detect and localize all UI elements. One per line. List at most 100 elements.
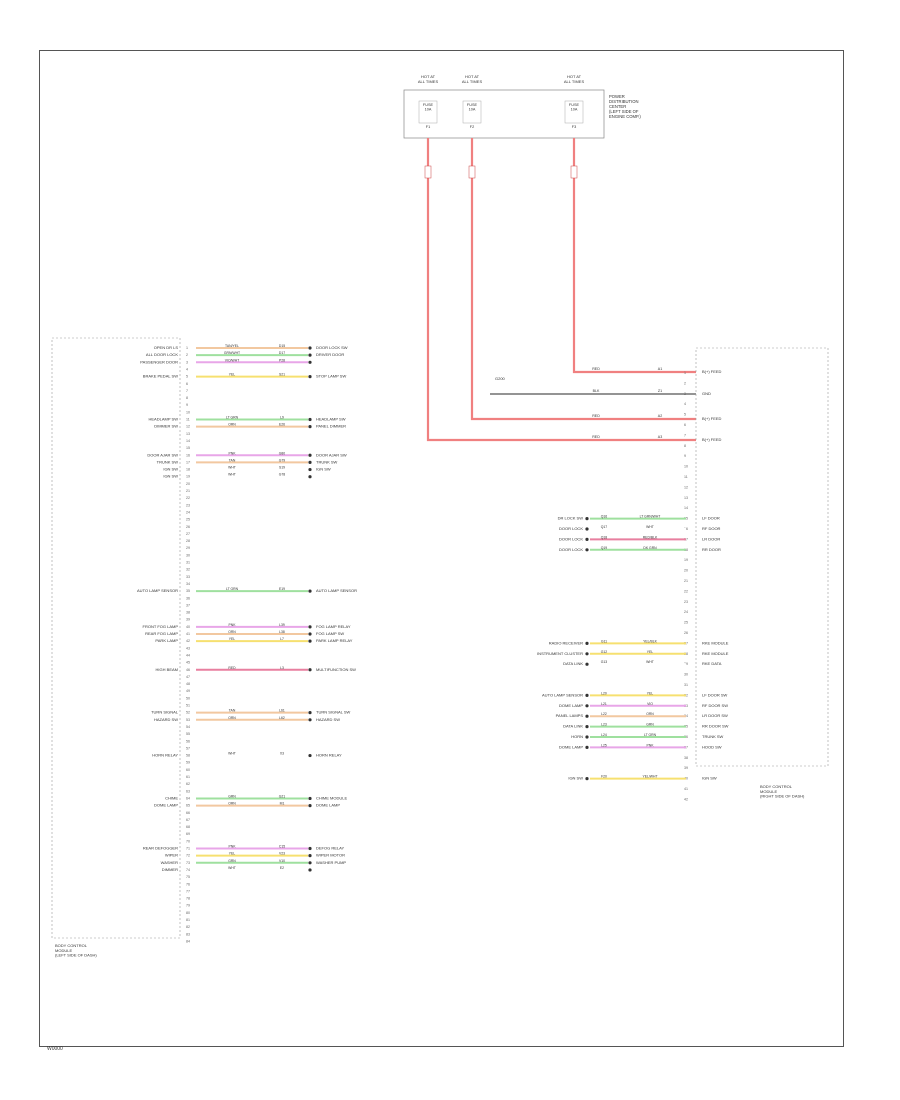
right-wire-terminal	[585, 704, 589, 708]
right-wire-terminal	[585, 517, 589, 521]
left-pin-number: 81	[186, 918, 190, 922]
right-wire-destination: DOME LAMP	[559, 703, 583, 708]
left-pin-function: IGN SW	[163, 467, 178, 472]
right-wire-terminal	[585, 745, 589, 750]
right-wire-circuit: L23	[601, 723, 607, 727]
left-wire-terminal	[308, 353, 312, 357]
left-pin-function: CHIME	[165, 795, 178, 800]
left-pin-number: 8	[186, 396, 188, 400]
left-wire-circuit: E2	[280, 866, 284, 870]
right-pin-number: 22	[684, 589, 688, 593]
wire-color-label: RED	[592, 414, 600, 418]
left-wire-color: YEL	[229, 373, 236, 377]
left-pin-number: 50	[186, 696, 190, 700]
left-wire-color: ORN	[228, 802, 236, 806]
left-pin-number: 69	[186, 832, 190, 836]
left-pin-number: 38	[186, 611, 190, 615]
left-pin-number: 16	[186, 453, 190, 457]
left-pin-number: 59	[186, 761, 190, 765]
left-pin-function: OPEN DR LS	[154, 345, 179, 350]
left-wire-destination: FOG LAMP SW	[316, 631, 344, 636]
ground-label: G200	[495, 376, 506, 381]
right-wire-destination: IGN SW	[568, 776, 583, 781]
left-wire-terminal	[308, 346, 312, 350]
fuse-box-outline	[403, 89, 605, 139]
right-pin-number: 12	[684, 485, 688, 489]
left-wire-circuit: D15	[279, 344, 285, 348]
right-wire-destination: DATA LINK	[563, 661, 583, 666]
fuse-symbol	[418, 100, 438, 124]
left-pin-function: HEADLAMP SW	[149, 417, 179, 422]
right-power-pin-function: B(+) FEED	[702, 369, 722, 374]
left-wire-color: PNK	[229, 623, 237, 627]
left-wire-destination: HEADLAMP SW	[316, 417, 346, 422]
left-pin-number: 57	[186, 746, 190, 750]
left-pin-function: WIPER	[165, 853, 178, 858]
left-pin-number: 71	[186, 847, 190, 851]
right-wire-terminal	[585, 662, 589, 666]
fuse-symbol	[564, 100, 584, 124]
right-pin-number: 39	[684, 766, 688, 770]
right-wire-terminal	[585, 714, 589, 718]
left-wire-color: YEL	[229, 852, 236, 856]
wire-label-box	[570, 165, 578, 179]
left-wire-circuit: L39	[279, 623, 285, 627]
left-pin-number: 61	[186, 775, 190, 779]
left-wire-destination: FOG LAMP RELAY	[316, 624, 351, 629]
left-pin-number: 56	[186, 739, 190, 743]
right-wire-circuit: L22	[601, 712, 607, 716]
right-pin-function: RR DOOR SW	[702, 724, 729, 729]
left-wire-terminal	[308, 846, 312, 851]
right-wire-destination: HORN	[571, 734, 583, 739]
right-pin-function: IGN SW	[702, 776, 717, 781]
left-wire-terminal	[308, 718, 312, 722]
left-pin-number: 2	[186, 353, 188, 357]
left-pin-number: 19	[186, 475, 190, 479]
left-pin-function: PASSENGER DOOR	[140, 359, 178, 364]
right-pin-number: 42	[684, 797, 688, 801]
left-wire-destination: CHIME MODULE	[316, 795, 347, 800]
left-wire-color: GRN	[228, 794, 236, 798]
left-pin-number: 9	[186, 403, 188, 407]
left-pin-number: 39	[186, 618, 190, 622]
left-pin-number: 79	[186, 904, 190, 908]
right-pin-number: 4	[684, 402, 686, 406]
left-pin-number: 55	[186, 732, 190, 736]
left-pin-number: 46	[186, 668, 190, 672]
left-pin-number: 22	[186, 496, 190, 500]
left-pin-number: 21	[186, 489, 190, 493]
left-wire-circuit: L61	[279, 709, 285, 713]
right-pin-number: 14	[684, 506, 688, 510]
right-pin-number: 19	[684, 558, 688, 562]
left-wire-terminal	[308, 854, 312, 858]
left-pin-function: WASHER	[161, 860, 179, 865]
right-pin-function: LR DOOR	[702, 536, 720, 541]
left-pin-function: DOOR AJAR SW	[147, 452, 178, 457]
right-pin-number: 23	[684, 600, 688, 604]
left-wire-destination: DOOR LOCK SW	[316, 345, 348, 350]
left-pin-number: 51	[186, 704, 190, 708]
left-wire-destination: HAZARD SW	[316, 717, 340, 722]
right-pin-function: RKE MODULE	[702, 640, 729, 645]
left-wire-terminal	[308, 796, 312, 801]
left-pin-number: 58	[186, 754, 190, 758]
left-wire-color: WHT	[228, 752, 236, 756]
left-wire-circuit: G78	[279, 473, 286, 477]
left-pin-function: HORN RELAY	[152, 753, 178, 758]
right-wire-color: YEL/BLK	[643, 639, 657, 643]
right-wire-circuit: Q18	[601, 535, 608, 539]
right-wire-color: PNK	[647, 743, 655, 747]
left-wire-terminal	[308, 668, 312, 672]
left-pin-number: 5	[186, 375, 188, 379]
diagram-code: W0000	[47, 1046, 63, 1052]
left-pin-function: DIMMER SW	[154, 424, 178, 429]
right-wire-color: GRN	[646, 723, 654, 727]
left-wire-destination: HORN RELAY	[316, 753, 342, 758]
left-wire-color: TAN/YEL	[225, 344, 239, 348]
left-wire-color: WHT	[228, 473, 236, 477]
right-wire-color: VIO	[647, 702, 653, 706]
left-wire-terminal	[308, 632, 312, 636]
